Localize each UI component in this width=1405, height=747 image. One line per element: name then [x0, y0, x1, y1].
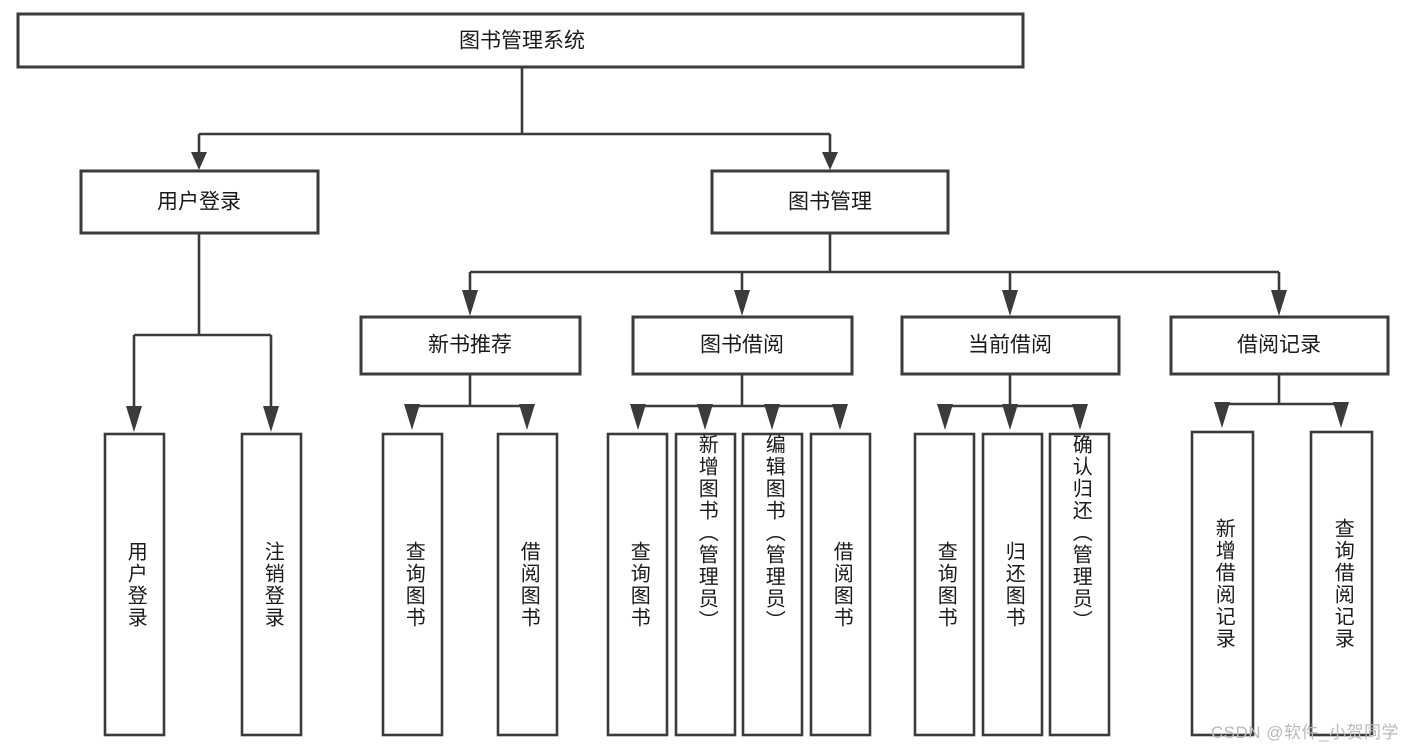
node-user-login-box[interactable] [79, 169, 320, 235]
leaf-box-book-borrow-2[interactable] [674, 432, 737, 737]
node-new-book-recommend-label: 新书推荐 [428, 334, 512, 357]
arrow-head-current-borrow [1002, 290, 1018, 316]
leaf-box-current-borrow-2[interactable] [981, 432, 1044, 737]
node-current-borrow[interactable]: 当前借阅 [900, 315, 1121, 376]
connector-book-borrow-split [636, 375, 842, 414]
connector-group-user-login-to-leaves [126, 233, 279, 432]
arrow-head-leaf-book-borrow-4 [832, 404, 848, 430]
node-book-manage-label: 图书管理 [788, 191, 872, 214]
leaf-box-user-login-2[interactable] [240, 432, 303, 737]
connector-group-current-borrow-to-leaves [937, 375, 1088, 430]
node-book-borrow-label: 图书借阅 [700, 334, 784, 357]
leaf-box-user-login-1[interactable] [103, 432, 166, 737]
connector-borrow-record-split [1220, 375, 1343, 412]
node-book-borrow[interactable]: 图书借阅 [631, 315, 854, 376]
arrow-head-leaf-borrow-record-2 [1333, 402, 1349, 428]
leaf-boxes-current-borrow [913, 432, 1111, 737]
leaf-box-current-borrow-3[interactable] [1048, 432, 1111, 737]
connector-user-login-split [132, 233, 273, 412]
node-book-manage[interactable]: 图书管理 [710, 169, 950, 235]
leaf-box-book-borrow-3[interactable] [741, 432, 804, 737]
node-borrow-record-box[interactable] [1169, 315, 1390, 376]
leaf-boxes-user-login [103, 432, 303, 737]
arrow-head-new-book [462, 290, 478, 316]
arrow-head-book-borrow [734, 290, 750, 316]
node-borrow-record-label: 借阅记录 [1237, 334, 1321, 357]
connector-group-new-book-to-leaves [404, 375, 535, 430]
csdn-watermark: CSDN @软件_小贺同学 [1210, 723, 1399, 742]
node-new-book-recommend[interactable]: 新书推荐 [359, 315, 582, 376]
connector-book-manage-split [468, 233, 1281, 296]
arrow-head-book-manage [822, 152, 838, 170]
leaf-box-current-borrow-1[interactable] [913, 432, 976, 737]
arrow-head-leaf-user-login-1 [126, 406, 142, 432]
connector-root-split [197, 67, 832, 158]
leaf-box-book-borrow-1[interactable] [606, 432, 669, 737]
node-borrow-record[interactable]: 借阅记录 [1169, 315, 1390, 376]
node-root-box[interactable] [16, 12, 1025, 69]
node-user-login-label: 用户登录 [157, 191, 241, 214]
leaf-boxes-borrow-record [1190, 430, 1374, 737]
arrow-head-leaf-borrow-record-1 [1214, 402, 1230, 428]
arrow-head-leaf-new-book-2 [519, 404, 535, 430]
node-new-book-recommend-box[interactable] [359, 315, 582, 376]
node-book-borrow-box[interactable] [631, 315, 854, 376]
connector-new-book-split [410, 375, 529, 414]
leaf-box-book-borrow-4[interactable] [809, 432, 872, 737]
connector-group-root-to-level2 [191, 67, 838, 170]
leaf-boxes-book-borrow [606, 432, 872, 737]
arrow-head-leaf-current-borrow-3 [1072, 404, 1088, 430]
node-user-login[interactable]: 用户登录 [79, 169, 320, 235]
connector-group-book-borrow-to-leaves [630, 375, 848, 430]
node-current-borrow-box[interactable] [900, 315, 1121, 376]
arrow-head-leaf-book-borrow-3 [764, 404, 780, 430]
leaf-boxes-new-book-recommend [381, 432, 559, 737]
connector-group-borrow-record-to-leaves [1214, 375, 1349, 428]
leaf-box-new-book-1[interactable] [381, 432, 444, 737]
connector-group-book-manage-to-level3 [462, 233, 1287, 316]
node-book-manage-box[interactable] [710, 169, 950, 235]
arrow-head-leaf-current-borrow-2 [1002, 404, 1018, 430]
arrow-head-borrow-record [1271, 290, 1287, 316]
arrow-head-leaf-user-login-2 [263, 406, 279, 432]
leaf-box-borrow-record-1[interactable] [1190, 430, 1255, 737]
arrow-head-leaf-book-borrow-2 [697, 404, 713, 430]
arrow-head-leaf-current-borrow-1 [937, 404, 953, 430]
arrow-head-leaf-book-borrow-1 [630, 404, 646, 430]
leaf-box-new-book-2[interactable] [496, 432, 559, 737]
leaf-box-borrow-record-2[interactable] [1309, 430, 1374, 737]
arrow-head-leaf-new-book-1 [404, 404, 420, 430]
node-root[interactable]: 图书管理系统 [16, 12, 1025, 69]
node-current-borrow-label: 当前借阅 [968, 334, 1052, 357]
node-root-label: 图书管理系统 [459, 30, 585, 53]
arrow-head-user-login [191, 152, 207, 170]
